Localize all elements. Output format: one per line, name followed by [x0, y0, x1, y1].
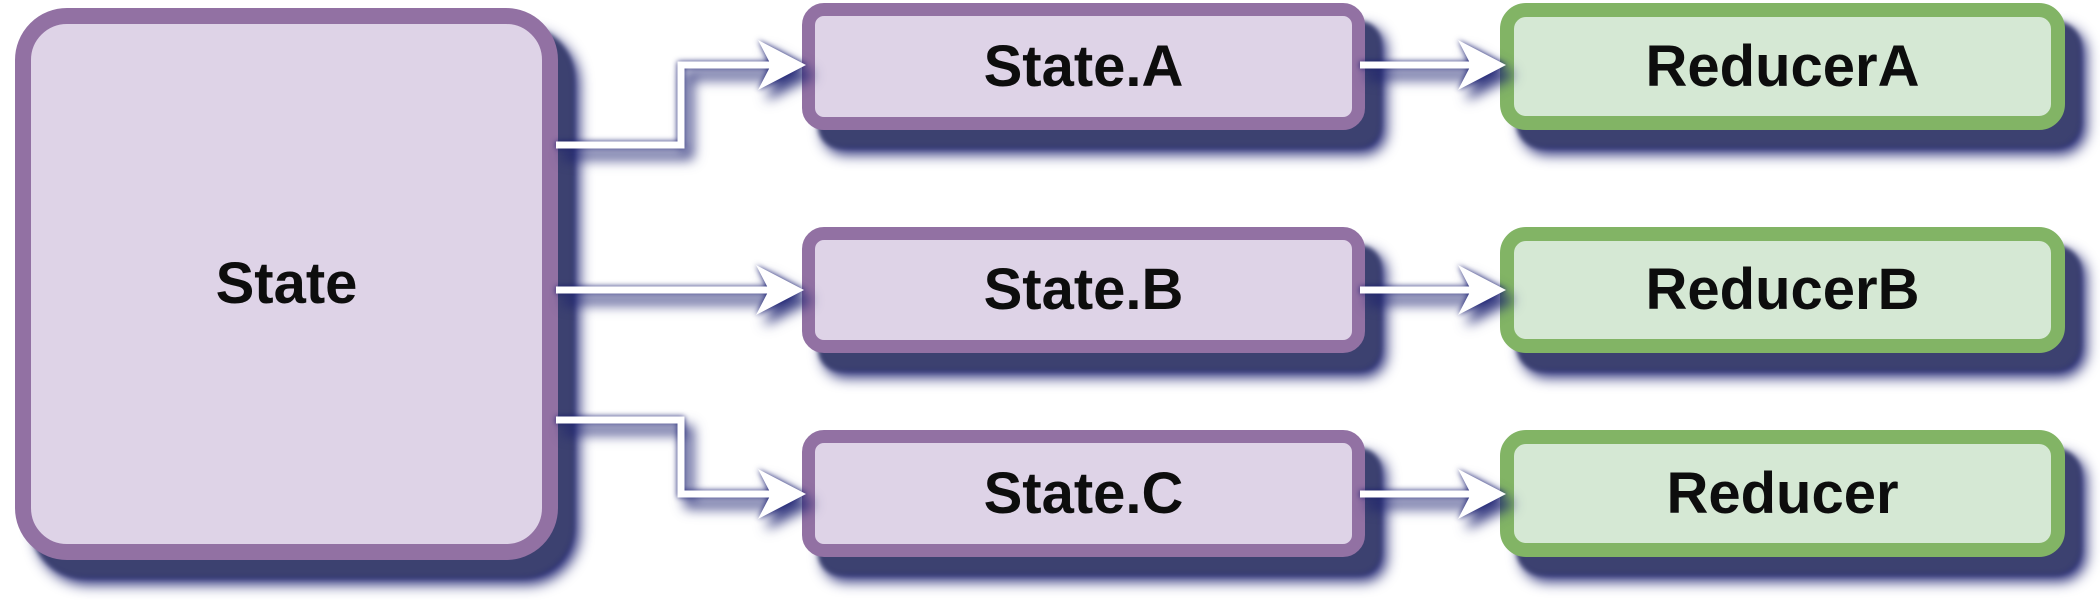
node-state-c: State.C: [802, 430, 1365, 557]
edge-line: [556, 61, 774, 149]
arrowhead-icon: [1458, 40, 1506, 90]
node-state-a: State.A: [802, 3, 1365, 130]
arrowhead-icon: [756, 265, 804, 315]
arrowhead-icon: [758, 40, 806, 90]
edge-state-to-state-a: [556, 40, 806, 149]
edge-state-to-state-b: [556, 265, 804, 315]
edge-state-b-to-reducer-b: [1360, 265, 1506, 315]
edge-line: [556, 416, 774, 498]
arrowhead-icon: [1458, 265, 1506, 315]
node-state-label: State: [215, 251, 358, 316]
node-reducer-b-label: ReducerB: [1645, 257, 1920, 322]
node-reducer-a-label: ReducerA: [1645, 33, 1920, 99]
node-state-c-label: State.C: [983, 460, 1184, 526]
edge-state-c-to-reducer: [1360, 469, 1506, 519]
node-reducer-b: ReducerB: [1500, 227, 2065, 353]
node-reducer: Reducer: [1500, 430, 2065, 557]
node-state-a-label: State.A: [983, 33, 1184, 99]
node-reducer-a: ReducerA: [1500, 3, 2065, 130]
arrowhead-icon: [758, 469, 806, 519]
node-state: State: [15, 8, 558, 560]
node-state-b: State.B: [802, 227, 1365, 353]
node-state-b-label: State.B: [983, 257, 1184, 322]
edge-state-to-state-c: [556, 416, 806, 519]
arrowhead-icon: [1458, 469, 1506, 519]
node-reducer-label: Reducer: [1666, 460, 1899, 526]
edge-state-a-to-reducer-a: [1360, 40, 1506, 90]
